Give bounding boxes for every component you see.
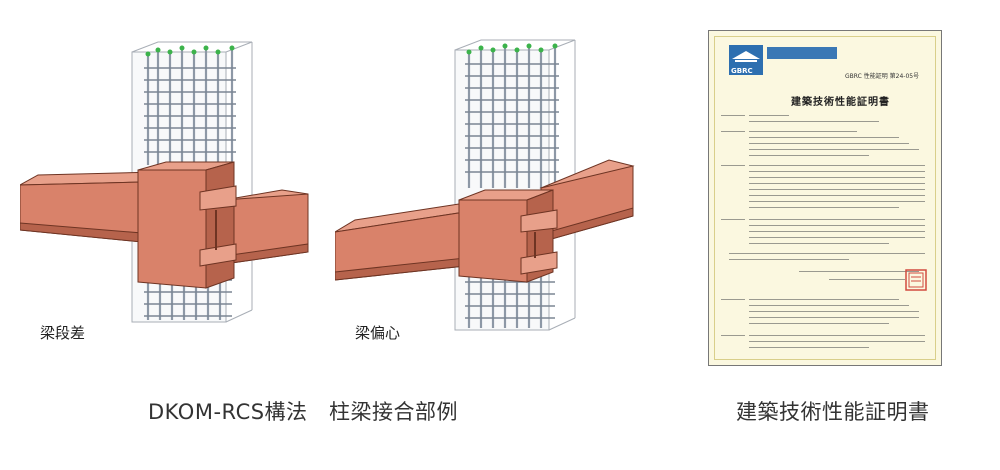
text-line <box>749 237 925 239</box>
hoop-ties-upper <box>144 67 236 153</box>
steel-beam-right <box>223 189 309 265</box>
steel-beam-right <box>539 159 635 243</box>
text-line <box>721 299 745 301</box>
diagram-label: 梁偏心 <box>355 324 400 340</box>
text-line <box>721 219 745 221</box>
text-line <box>829 279 905 281</box>
text-line <box>749 149 919 151</box>
text-line <box>749 231 925 233</box>
text-line <box>749 195 925 197</box>
text-line <box>799 271 919 273</box>
text-line <box>749 305 909 307</box>
text-line <box>749 323 889 325</box>
text-line <box>729 253 925 255</box>
rebar-cage-upper <box>146 50 234 165</box>
gbrc-logo-icon <box>729 45 763 75</box>
org-logo-text: GBRC <box>731 67 753 75</box>
hoop-ties-upper <box>465 63 559 173</box>
text-line <box>749 219 925 221</box>
hoop-ties-lower <box>465 281 555 319</box>
certificate-title: 建築技術性能証明書 <box>791 97 890 108</box>
beam-eccentric-joint-diagram: 梁偏心 <box>335 39 635 340</box>
text-line <box>749 171 925 173</box>
text-line <box>749 183 925 185</box>
steel-beam-left <box>335 199 486 281</box>
text-line <box>749 131 857 133</box>
text-line <box>721 165 745 167</box>
text-line <box>721 335 745 337</box>
text-line <box>749 189 925 191</box>
text-line <box>749 201 925 203</box>
text-line <box>721 115 745 117</box>
certificate-border <box>714 36 936 360</box>
joint-diaphragm <box>458 189 558 283</box>
text-line <box>749 311 919 313</box>
joint-diaphragm <box>137 161 237 289</box>
text-line <box>749 317 919 319</box>
text-line <box>749 335 925 337</box>
text-line <box>749 243 889 245</box>
steel-beam-left <box>20 171 161 243</box>
text-line <box>749 155 869 157</box>
official-seal-icon <box>905 269 927 291</box>
beam-step-joint-diagram: 梁段差 <box>20 41 309 340</box>
text-line <box>749 137 899 139</box>
text-line <box>749 177 925 179</box>
certificate-number: GBRC 性能証明 第24-05号 <box>845 73 920 80</box>
performance-certificate: GBRC GBRC 性能証明 第24-05号 建築技術性能証明書 <box>708 30 942 366</box>
text-line <box>729 259 849 261</box>
right-figure-caption: 建築技術性能証明書 <box>736 400 930 424</box>
left-figure-caption: DKOM-RCS構法 柱梁接合部例 <box>148 400 459 424</box>
text-line <box>749 121 879 123</box>
text-line <box>749 347 869 349</box>
rebar-end-caps <box>145 45 235 57</box>
text-line <box>749 165 925 167</box>
text-line <box>749 299 899 301</box>
text-line <box>749 207 899 209</box>
diagram-label: 梁段差 <box>40 324 85 340</box>
text-line <box>749 115 789 117</box>
org-name-banner <box>767 47 837 59</box>
rebar-end-caps <box>466 43 558 55</box>
text-line <box>721 131 745 133</box>
text-line <box>749 341 925 343</box>
text-line <box>749 143 909 145</box>
rebar-cage-upper <box>467 48 557 188</box>
text-line <box>749 225 925 227</box>
